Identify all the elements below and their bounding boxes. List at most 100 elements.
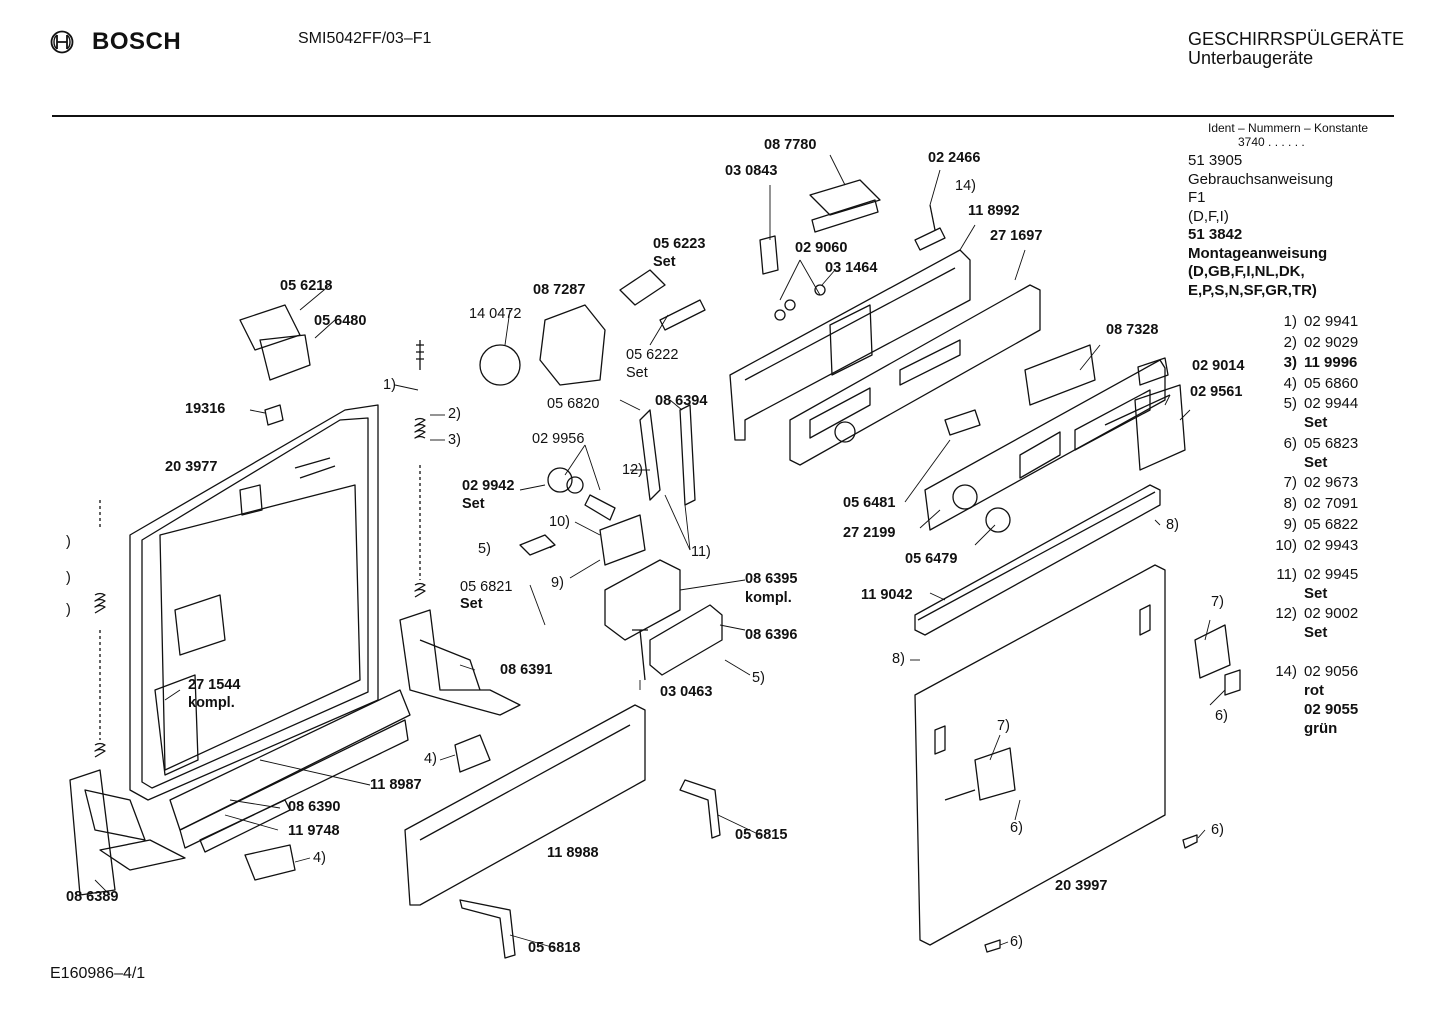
part-callout-label: 05 6821	[460, 579, 513, 595]
door-lock-assembly	[479, 269, 706, 386]
ident-value: 3740 . . . . . .	[1238, 135, 1305, 149]
part-callout-label: 3)	[448, 432, 461, 448]
part-callout-label: Set	[462, 496, 485, 512]
doc2-number: 51 3842	[1188, 226, 1243, 243]
part-callout-label: 7)	[997, 718, 1010, 734]
part-callout-label: 08 7780	[764, 137, 817, 153]
spring-column-center	[414, 340, 426, 598]
part-callout-label: 11 9748	[288, 823, 340, 839]
part-callout-label: 05 6223	[653, 236, 706, 252]
brand-name: BOSCH	[92, 28, 182, 55]
part-callout-label: Set	[460, 596, 483, 612]
part-callout-label: 9)	[551, 575, 564, 591]
legend-part-number: 02 9941	[1304, 313, 1359, 330]
small-brackets	[239, 304, 1198, 959]
part-callout-label: 27 1697	[990, 228, 1043, 244]
part-callout-label: 27 2199	[843, 525, 896, 541]
leader-lines	[94, 154, 1226, 949]
part-callout-label: 11 8992	[968, 203, 1020, 219]
legend-part-number: 02 9056	[1304, 663, 1359, 680]
top-mechanism	[759, 179, 946, 321]
ident-title: Ident – Nummern – Konstante	[1208, 121, 1369, 135]
part-callout-label: 05 6820	[547, 396, 600, 412]
part-callout-label: 1)	[383, 377, 396, 393]
legend-key: 14)	[1275, 663, 1297, 680]
legend-part-number: 05 6860	[1304, 374, 1359, 392]
outer-door-panel	[914, 564, 1241, 946]
doc1-languages: (D,F,I)	[1188, 207, 1229, 225]
fascia-panel	[924, 359, 1166, 533]
part-callout-label: 10)	[549, 514, 570, 530]
part-callout-label: 5)	[478, 541, 491, 557]
model-number: SMI5042FF/03–F1	[298, 30, 432, 47]
part-callout-label: 08 6391	[500, 662, 553, 678]
part-callout-label: 05 6815	[735, 827, 788, 843]
inner-door-panel	[129, 404, 379, 801]
part-callout-label: 4)	[313, 850, 326, 866]
legend-key: 7)	[1283, 474, 1297, 491]
part-callout-label: 05 6222	[626, 347, 679, 363]
legend-part-number: 11 9996	[1304, 354, 1358, 371]
part-callout-label: 08 7328	[1106, 322, 1159, 338]
legend-note: Set	[1304, 585, 1328, 602]
part-callout-label: 02 9956	[532, 431, 585, 447]
part-callout-label: kompl.	[188, 695, 235, 711]
legend-note: Set	[1304, 624, 1328, 641]
legend-key: 1)	[1283, 313, 1297, 330]
legend-note: rot	[1304, 682, 1324, 699]
legend-part-number: 02 9673	[1304, 474, 1359, 491]
legend-part-number: 02 7091	[1304, 495, 1359, 512]
control-panel-frame	[729, 249, 1041, 466]
doc2-languages-1: (D,GB,F,I,NL,DK,	[1188, 263, 1305, 280]
part-callout-label: 02 9014	[1192, 358, 1245, 374]
legend-key: 3)	[1283, 354, 1297, 371]
part-callout-label: 11 8987	[370, 777, 422, 793]
part-callout-label: 02 9942	[462, 478, 515, 494]
doc2-languages-2: E,P,S,N,SF,GR,TR)	[1188, 281, 1317, 299]
part-callout-label: 19316	[185, 401, 226, 417]
part-callout-label: 05 6479	[905, 551, 958, 567]
drawing-code: E160986–4/1	[50, 965, 146, 982]
category-title: GESCHIRRSPÜLGERÄTE	[1188, 29, 1405, 49]
part-callout-label: 05 6818	[528, 940, 581, 956]
legend-key: 10)	[1275, 537, 1297, 554]
hinge-bracket	[399, 609, 521, 716]
bosch-armature-icon	[50, 30, 74, 54]
part-callout-label: 08 6396	[745, 627, 798, 643]
part-callout-label: 6)	[1215, 708, 1228, 724]
part-callout-label: 08 6394	[655, 393, 708, 409]
legend-note: 02 9055	[1304, 701, 1359, 718]
part-callout-label: 14)	[955, 178, 976, 194]
part-callout-label: 08 6390	[288, 799, 341, 815]
part-callout-label: kompl.	[745, 590, 792, 606]
legend-key: 6)	[1283, 434, 1297, 452]
legend-key: 8)	[1283, 495, 1297, 512]
legend-key: 11)	[1276, 566, 1297, 583]
part-callout-label: 08 6395	[745, 571, 798, 587]
category-subtitle: Unterbaugeräte	[1188, 48, 1314, 68]
legend-key: 5)	[1283, 395, 1297, 412]
legend-part-number: 05 6823	[1304, 434, 1359, 452]
doc1-variant: F1	[1188, 189, 1206, 206]
part-callout-label: 11 8988	[547, 845, 599, 861]
part-callout-label: )	[66, 570, 71, 586]
part-callout-label: 05 6481	[843, 495, 896, 511]
doc1-number: 51 3905	[1188, 152, 1243, 169]
legend-part-number: 05 6822	[1304, 516, 1359, 533]
legend-key: 4)	[1283, 374, 1297, 392]
part-callout-label: 08 7287	[533, 282, 586, 298]
legend-part-number: 02 9945	[1304, 566, 1359, 583]
kick-plate	[404, 704, 646, 906]
part-callout-label: 02 9561	[1190, 384, 1243, 400]
part-callout-label: 5)	[752, 670, 765, 686]
part-callout-label: 7)	[1211, 594, 1224, 610]
part-callout-label: 11 9042	[861, 587, 913, 603]
part-callout-label: 12)	[622, 462, 643, 478]
part-callout-label: 05 6218	[280, 278, 333, 294]
legend-key: 9)	[1283, 516, 1297, 533]
part-callout-label: 20 3997	[1055, 878, 1108, 894]
part-callout-label: 11)	[691, 544, 711, 560]
ident-block: Ident – Nummern – Konstante 3740 . . . .…	[1208, 121, 1368, 149]
legend-part-number: 02 9002	[1304, 605, 1359, 622]
